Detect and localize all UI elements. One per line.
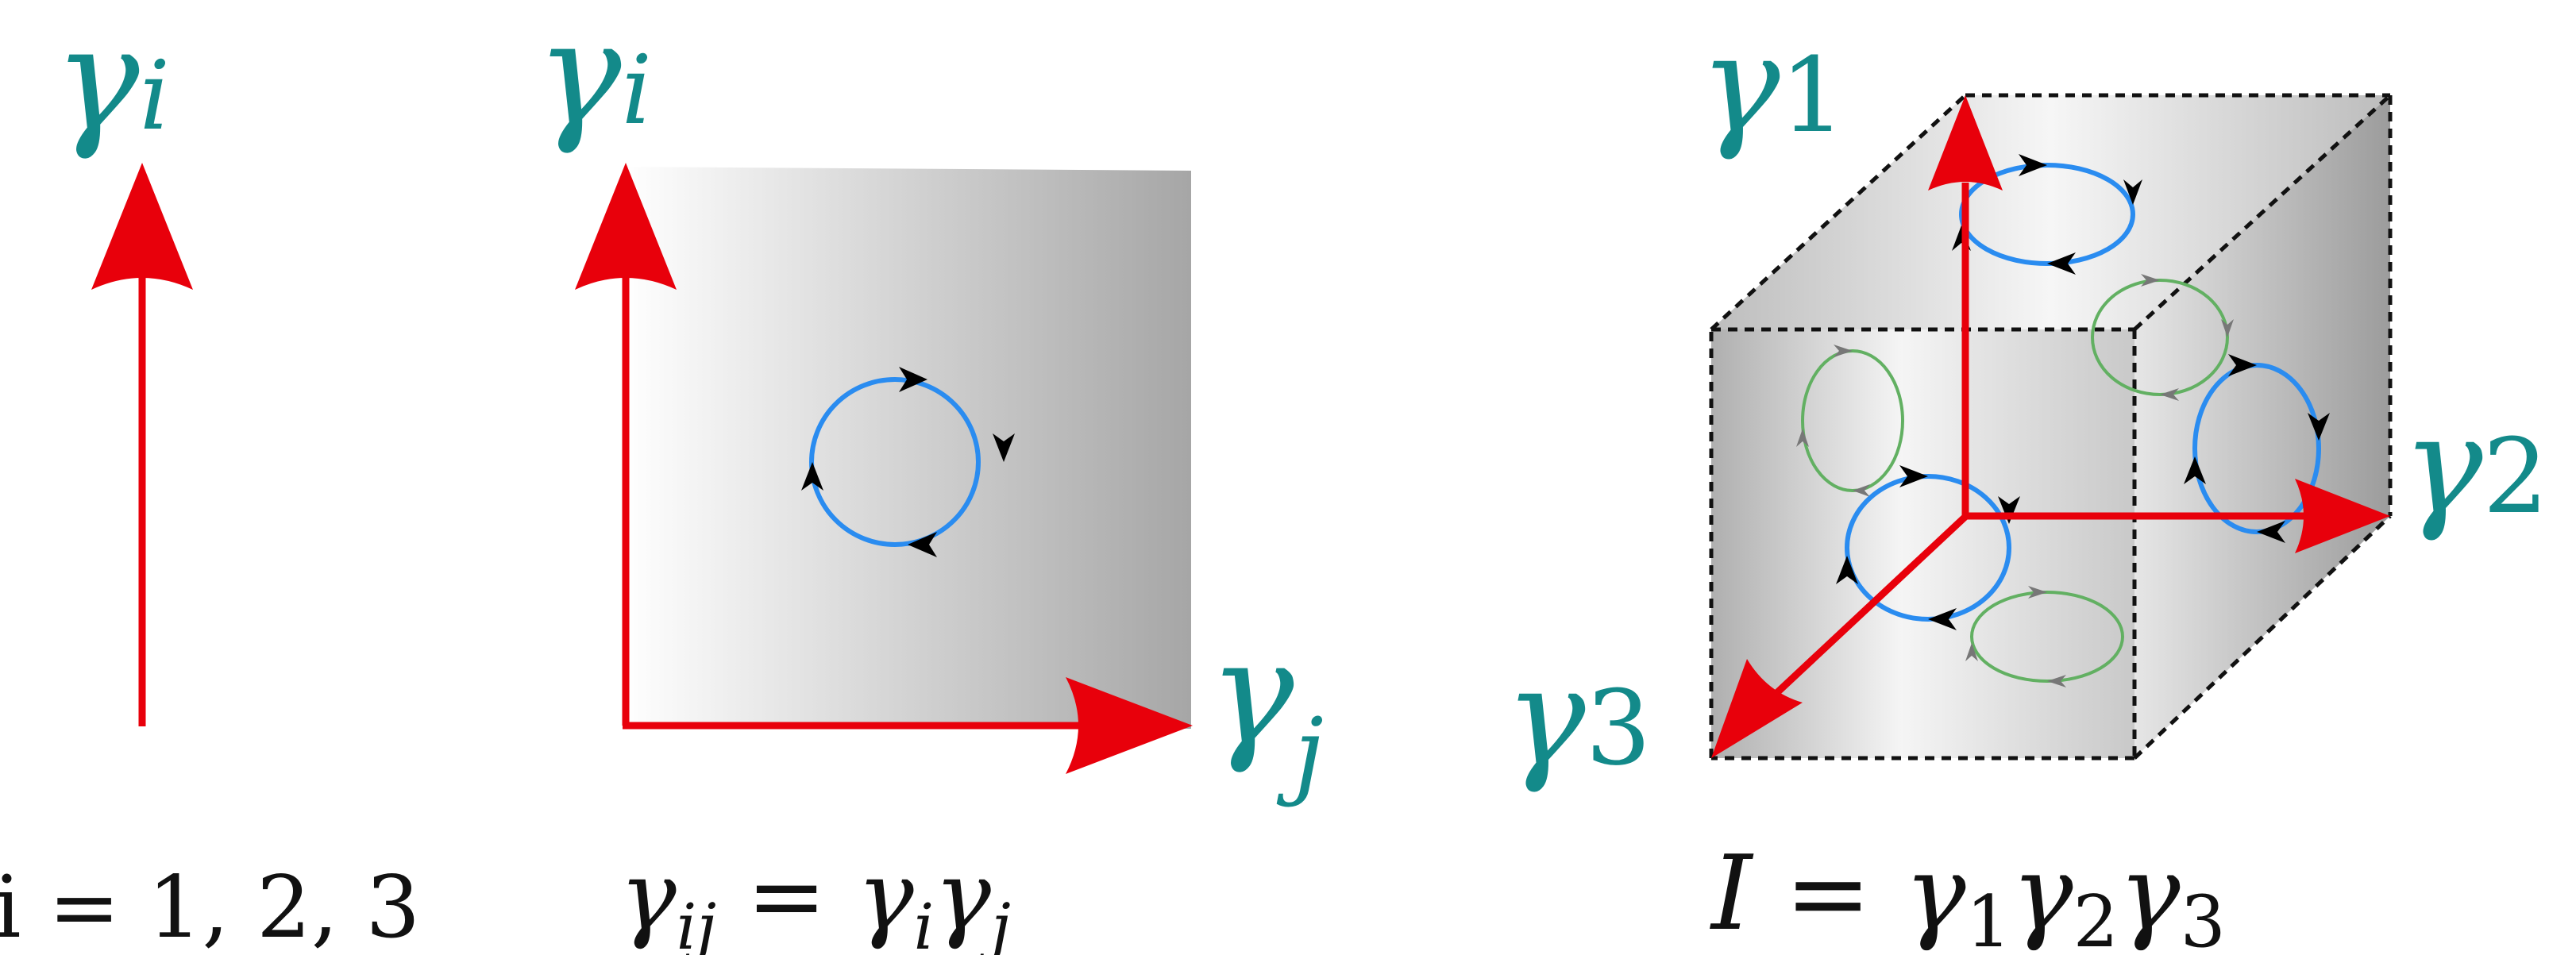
vector-arrowhead <box>91 163 193 290</box>
cube-label-3: γ3 <box>1505 639 1651 796</box>
vector-caption: i = 1, 2, 3 <box>0 858 420 955</box>
panel-trivector: γ1 γ2 γ3 I = γ1γ2γ3 <box>1505 6 2548 955</box>
bivector-horizontal-arrowhead <box>1066 677 1193 774</box>
bivector-vertical-label: γi <box>536 0 652 157</box>
loop-arrow-icon <box>2141 274 2160 287</box>
bivector-caption: γij = γiγj <box>619 841 1011 955</box>
loop-arrow-icon <box>801 462 823 491</box>
loop-arrow-icon <box>1836 556 1858 584</box>
loop-arrow-icon <box>1853 484 1870 497</box>
loop-arrow-icon <box>993 433 1015 462</box>
bivector-loop <box>809 377 981 547</box>
loop-arrow-icon <box>1834 345 1853 357</box>
loop-arrow-icon <box>2019 154 2047 176</box>
loop-arrow-icon <box>2184 456 2206 484</box>
cube-axis-2-arrowhead <box>2295 479 2390 553</box>
loop-arrow-icon <box>1928 608 1957 630</box>
panel-vector: γi i = 1, 2, 3 <box>0 0 420 955</box>
loop-arrow-icon <box>2228 354 2257 376</box>
loop-arrow-icon <box>2257 521 2285 543</box>
cube-axis-3 <box>1769 511 1971 700</box>
loop-arrow-icon <box>2123 179 2142 205</box>
trivector-caption: I = γ1γ2γ3 <box>1710 833 2226 955</box>
loop-arrow-icon <box>2308 413 2330 441</box>
loop-arrow-icon <box>1899 465 1928 487</box>
cube-label-2: γ2 <box>2402 387 2548 545</box>
loop-arrow-icon <box>899 367 927 392</box>
cube-axis-3-arrowhead <box>1711 659 1803 758</box>
bivector-vertical-arrowhead <box>575 163 677 290</box>
cube-side-face <box>2134 95 2390 758</box>
loop-arrow-icon <box>2028 586 2047 599</box>
loop-arrow-icon <box>2160 388 2179 401</box>
bivector-plane <box>623 167 1191 729</box>
loop-arrow-icon <box>2221 319 2234 337</box>
cube-label-1: γ1 <box>1699 6 1845 164</box>
vector-axis-label: γi <box>54 0 170 163</box>
bivector-horizontal-label: γj <box>1209 610 1324 809</box>
loop-arrow-icon <box>2047 252 2076 275</box>
cube-edges <box>1709 93 2393 761</box>
loop-arrow-icon <box>1796 429 1809 447</box>
cube-axis-1-arrowhead <box>1928 95 2003 191</box>
loop-arrow-icon <box>908 532 937 557</box>
cube-top-face <box>1711 95 2390 329</box>
loop-arrow-icon <box>2047 675 2066 687</box>
panel-bivector: γi γj γij = γiγj <box>536 0 1324 955</box>
loop-arrow-icon <box>1965 643 1978 661</box>
loop-arrow-icon <box>1998 496 2020 524</box>
